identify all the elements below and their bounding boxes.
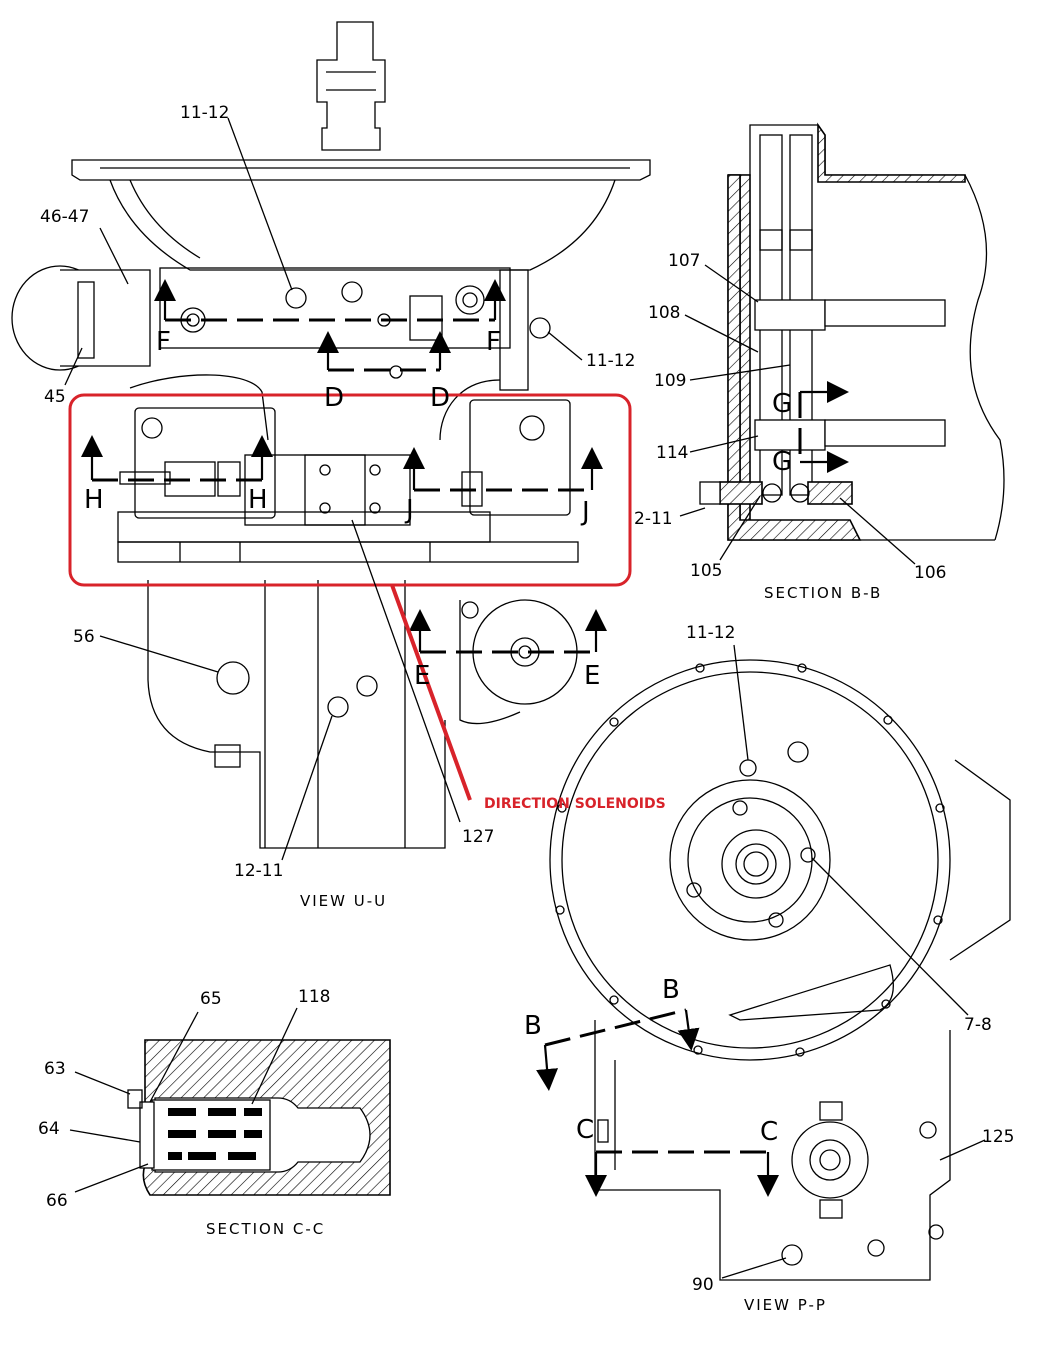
view-u-drawing	[11, 21, 651, 861]
callout-64: 64	[38, 1119, 60, 1139]
caption-section-c: SECTION C-C	[206, 1220, 325, 1238]
section-letter-b-right: B	[662, 975, 680, 1005]
callout-11-12-flywheel: 11-12	[686, 623, 735, 643]
callout-7-8: 7-8	[964, 1015, 992, 1035]
section-letter-h-left: H	[84, 485, 104, 515]
direction-solenoids-label: DIRECTION SOLENOIDS	[484, 796, 666, 812]
view-p-drawing	[536, 644, 1011, 1281]
section-letter-h-right: H	[248, 485, 268, 515]
callout-labels: 11-12 46-47 45 11-12 56 12-11 127 107 10…	[38, 103, 1014, 1295]
callout-125: 125	[982, 1127, 1014, 1147]
section-letter-g-top: G	[772, 389, 792, 419]
callout-108: 108	[648, 303, 680, 323]
caption-section-b: SECTION B-B	[764, 584, 882, 602]
section-c-drawing	[69, 1007, 391, 1196]
callout-12-11: 12-11	[234, 861, 283, 881]
callout-45: 45	[44, 387, 66, 407]
callout-109: 109	[654, 371, 686, 391]
section-letter-c-right: C	[760, 1117, 778, 1147]
callout-2-11: 2-11	[634, 509, 673, 529]
callout-106: 106	[914, 563, 946, 583]
section-letter-b-left: B	[524, 1011, 542, 1041]
callout-63: 63	[44, 1059, 66, 1079]
section-letter-j-right: J	[580, 497, 590, 527]
section-letters: F F D D H H J J E E G G B B C C	[84, 327, 792, 1147]
section-letter-e-left: E	[414, 661, 430, 691]
section-letter-d-right: D	[430, 383, 450, 413]
callout-66: 66	[46, 1191, 68, 1211]
callout-107: 107	[668, 251, 700, 271]
callout-90: 90	[692, 1275, 714, 1295]
callout-46-47: 46-47	[40, 207, 89, 227]
section-letter-e-right: E	[584, 661, 600, 691]
section-letter-g-bottom: G	[772, 447, 792, 477]
callout-127: 127	[462, 827, 494, 847]
callout-65: 65	[200, 989, 222, 1009]
callout-56: 56	[73, 627, 95, 647]
section-letter-j-left: J	[404, 495, 414, 525]
caption-view-p: VIEW P-P	[744, 1296, 827, 1314]
callout-114: 114	[656, 443, 688, 463]
caption-view-u: VIEW U-U	[300, 892, 387, 910]
section-letter-d-left: D	[324, 383, 344, 413]
callout-11-12-right: 11-12	[586, 351, 635, 371]
view-captions: VIEW U-U SECTION B-B VIEW P-P SECTION C-…	[206, 584, 882, 1314]
section-letter-f-left: F	[156, 327, 171, 357]
section-letter-f-right: F	[486, 327, 501, 357]
callout-118: 118	[298, 987, 330, 1007]
section-b-drawing	[679, 122, 1005, 565]
callout-105: 105	[690, 561, 722, 581]
callout-11-12-top: 11-12	[180, 103, 229, 123]
section-letter-c-left: C	[576, 1115, 594, 1145]
direction-solenoids-highlight	[68, 393, 632, 587]
